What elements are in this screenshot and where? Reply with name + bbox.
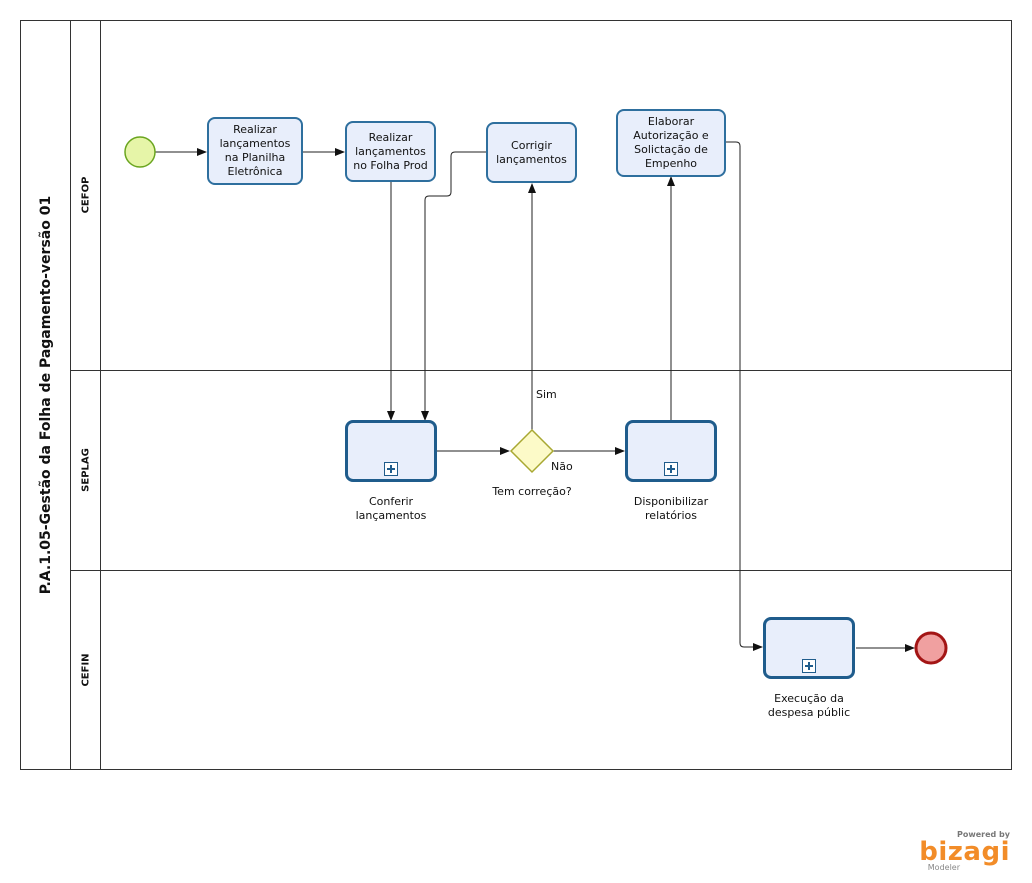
- lane-header-band: [71, 20, 101, 770]
- bizagi-logo: Powered by bizagi Modeler: [919, 830, 1010, 872]
- gateway-label: Tem correção?: [492, 485, 572, 498]
- exclusive-gateway: [509, 428, 555, 474]
- expand-icon[interactable]: [802, 659, 816, 673]
- lane-divider: [71, 570, 1012, 571]
- task-realizar-folha[interactable]: Realizar lançamentos no Folha Prod: [345, 121, 436, 182]
- pool: [20, 20, 1012, 770]
- start-event: [124, 136, 156, 168]
- subprocess-disponibilizar-label: Disponibilizar relatórios: [633, 495, 709, 522]
- task-realizar-planilha[interactable]: Realizar lançamentos na Planilha Eletrôn…: [207, 117, 303, 185]
- pool-header: [20, 20, 71, 770]
- expand-icon[interactable]: [384, 462, 398, 476]
- subprocess-execucao[interactable]: [763, 617, 855, 679]
- lane-divider: [71, 370, 1012, 371]
- task-elaborar[interactable]: Elaborar Autorização e Solictação de Emp…: [616, 109, 726, 177]
- subprocess-conferir-label: Conferir lançamentos: [355, 495, 427, 522]
- flow-elaborar-to-execucao: [726, 141, 763, 651]
- expand-icon[interactable]: [664, 462, 678, 476]
- brand-text: bizagi: [919, 837, 1010, 867]
- subprocess-disponibilizar[interactable]: [625, 420, 717, 482]
- product-text: Modeler: [927, 863, 960, 872]
- powered-by-text: Powered by: [957, 830, 1010, 839]
- task-corrigir[interactable]: Corrigir lançamentos: [486, 122, 577, 183]
- flow-label-yes: Sim: [536, 388, 557, 401]
- end-event: [914, 631, 948, 665]
- subprocess-execucao-label: Execução da despesa públic: [767, 692, 851, 719]
- flow-corrigir-to-conferir: [421, 151, 486, 421]
- subprocess-conferir[interactable]: [345, 420, 437, 482]
- flow-label-no: Não: [551, 460, 573, 473]
